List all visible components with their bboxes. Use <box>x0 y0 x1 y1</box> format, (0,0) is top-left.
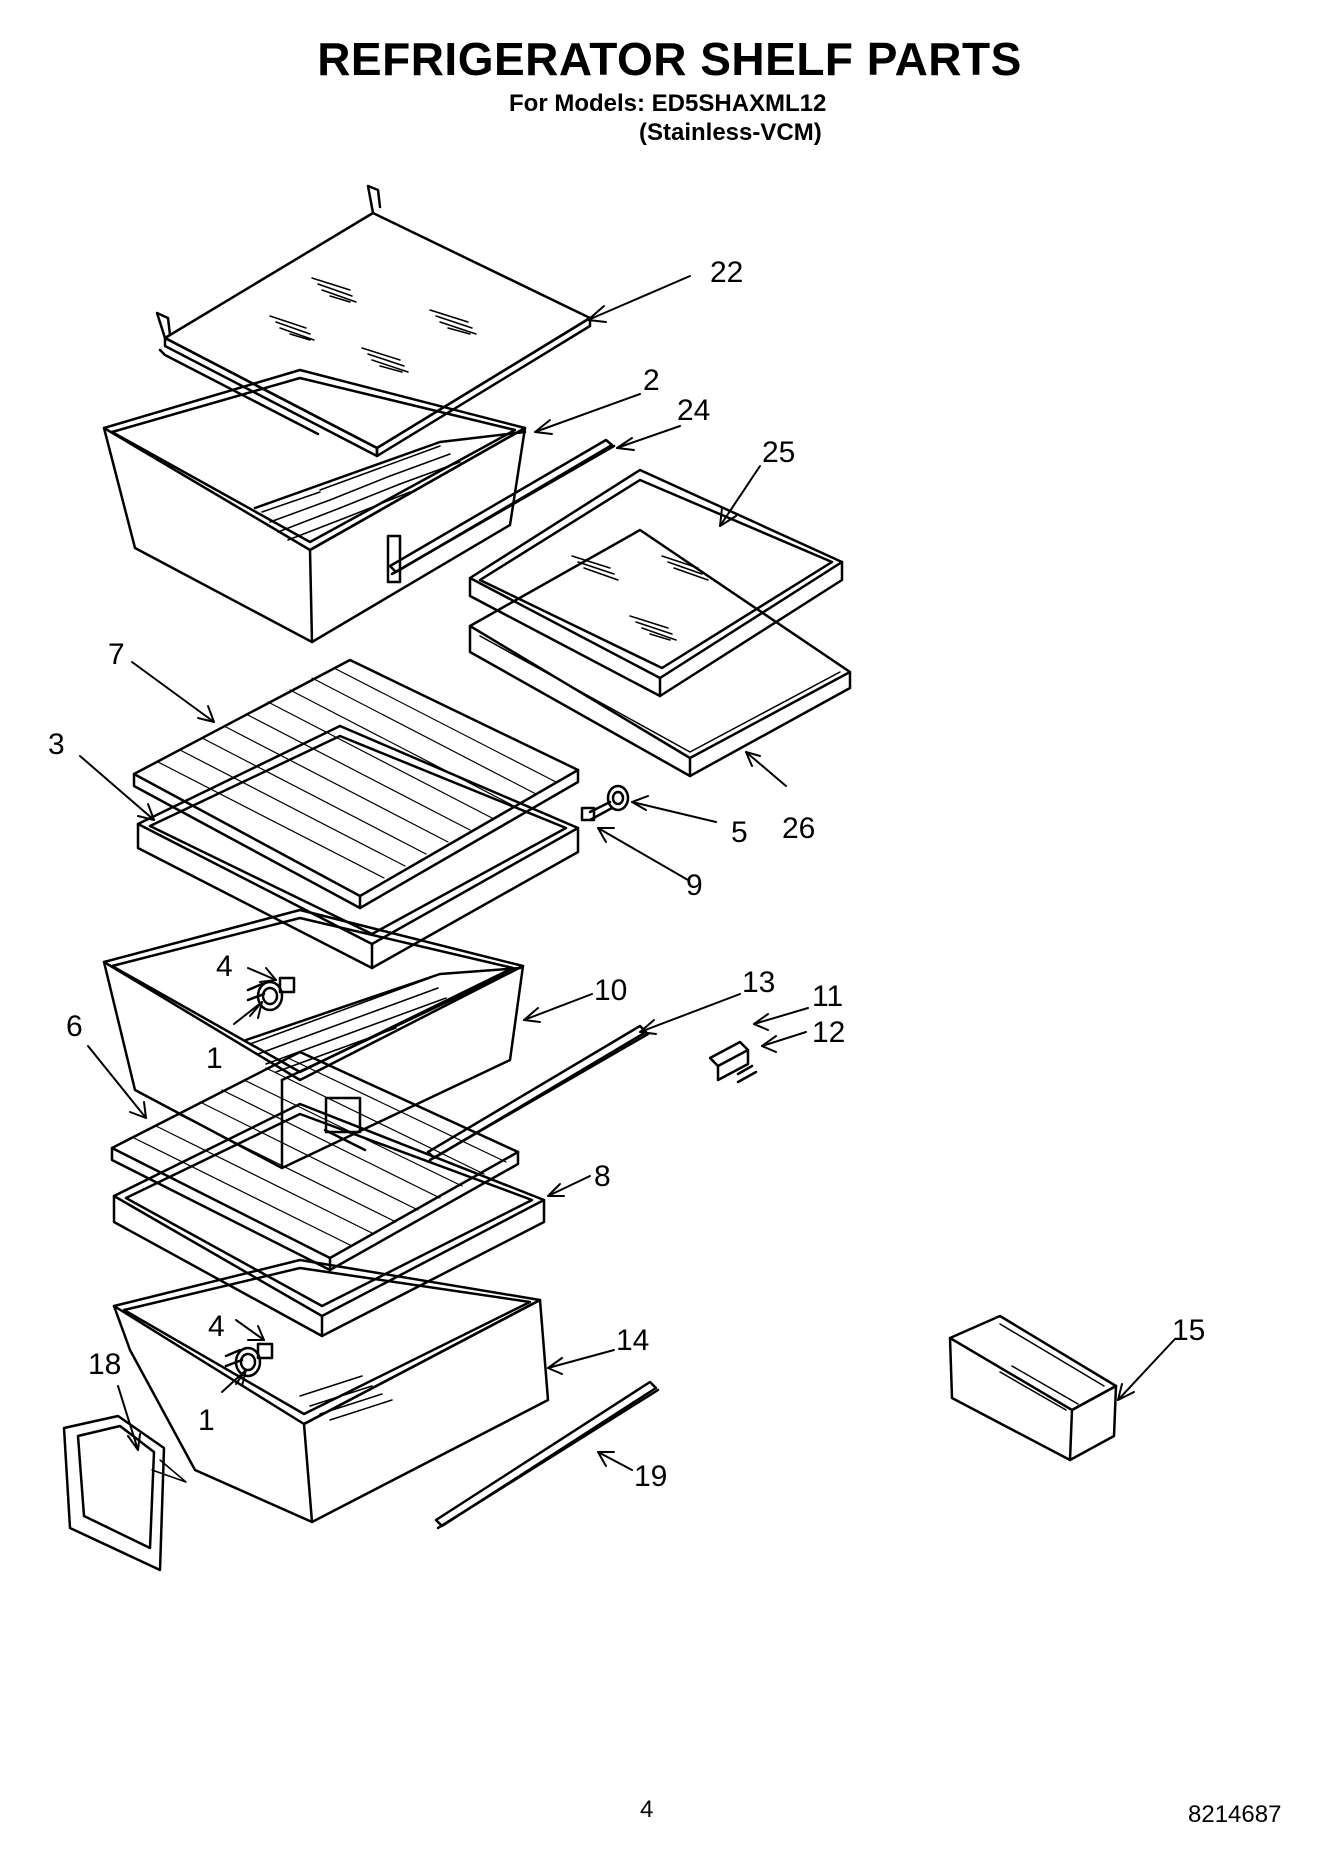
callout-labels: 22 2 24 25 7 3 5 26 9 4 1 10 13 11 12 6 … <box>48 256 1205 1493</box>
callout-18: 18 <box>88 1348 121 1381</box>
callout-4-upper: 4 <box>216 950 233 983</box>
part-19-trim <box>434 1380 660 1530</box>
part-11-12-clip <box>708 1040 758 1084</box>
callout-24: 24 <box>677 394 710 427</box>
callout-10: 10 <box>594 974 627 1007</box>
callout-4-lower: 4 <box>208 1310 225 1343</box>
callout-11: 11 <box>812 980 843 1013</box>
part-7-glass-shelf <box>132 658 580 910</box>
callout-19: 19 <box>634 1460 667 1493</box>
callout-22: 22 <box>710 256 743 289</box>
callout-6: 6 <box>66 1010 83 1043</box>
part-3-shelf-frame <box>136 724 580 970</box>
callout-26: 26 <box>782 812 815 845</box>
leader-lines <box>79 275 1175 1483</box>
part-5-9-control-knob <box>580 784 630 822</box>
part-25-glass-shelf <box>468 468 844 698</box>
callout-13: 13 <box>742 966 775 999</box>
part-8-shelf-frame <box>112 1102 546 1338</box>
callout-5: 5 <box>731 816 748 849</box>
callout-9: 9 <box>686 869 703 902</box>
part-26-shelf-frame <box>468 528 852 778</box>
callout-1-lower: 1 <box>198 1404 215 1437</box>
part-10-crisper-drawer <box>102 908 525 1170</box>
part-14-crisper-drawer <box>112 1258 550 1524</box>
callout-14: 14 <box>616 1324 649 1357</box>
part-18-control-cover <box>62 1414 166 1572</box>
part-22-glass-shelf <box>155 184 592 458</box>
callout-25: 25 <box>762 436 795 469</box>
callout-1-upper: 1 <box>206 1042 223 1075</box>
models-line: For Models: ED5SHAXML12 <box>509 90 827 117</box>
callout-3: 3 <box>48 728 65 761</box>
document-number: 8214687 <box>1188 1801 1282 1828</box>
callout-2: 2 <box>643 364 660 397</box>
callout-8: 8 <box>594 1160 611 1193</box>
callout-7: 7 <box>108 638 125 671</box>
part-15-door-bin <box>948 1314 1118 1462</box>
page-title: REFRIGERATOR SHELF PARTS <box>317 33 1022 85</box>
part-24-trim <box>388 438 616 576</box>
page-number: 4 <box>640 1796 654 1823</box>
variant-line: (Stainless-VCM) <box>639 119 822 146</box>
top-crisper-drawer <box>102 368 527 644</box>
callout-12: 12 <box>812 1016 845 1049</box>
callout-15: 15 <box>1172 1314 1205 1347</box>
